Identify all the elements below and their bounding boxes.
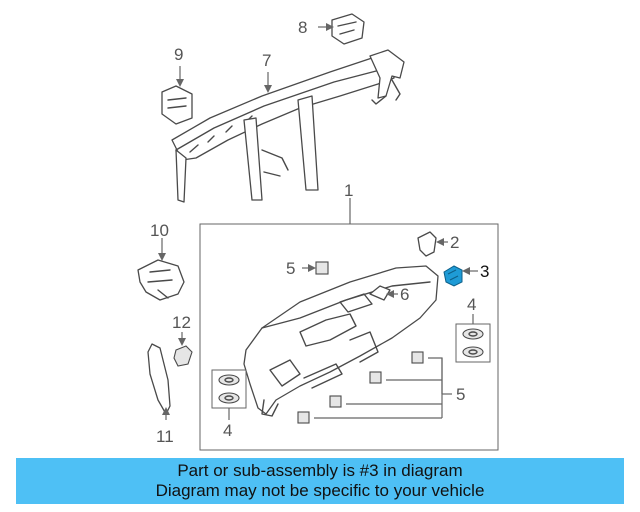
callout-2: 2: [450, 233, 459, 252]
callout-6: 6: [400, 285, 409, 304]
part-10-bracket: [137, 259, 185, 301]
callout-10: 10: [150, 221, 169, 240]
part-6-trim: [369, 285, 391, 301]
callout-7: 7: [262, 51, 271, 70]
part-11-side-cover: [147, 343, 171, 415]
part-2-duct: [417, 231, 437, 257]
part-4-grommets-left: [211, 369, 247, 409]
part-9-bracket: [161, 85, 193, 125]
callout-1: 1: [344, 181, 353, 200]
part-12-clip: [173, 345, 193, 367]
callout-12: 12: [172, 313, 191, 332]
assembly-frame: [199, 223, 499, 451]
callout-8: 8: [298, 18, 307, 37]
cross-car-beam: [171, 49, 405, 203]
callout-9: 9: [174, 45, 183, 64]
banner-line-2: Diagram may not be specific to your vehi…: [155, 481, 485, 500]
part-8-bracket: [331, 13, 365, 45]
callout-11: 11: [156, 427, 174, 446]
callout-4-left: 4: [223, 421, 232, 440]
callout-3: 3: [480, 262, 489, 281]
part-5-clip-top: [315, 261, 329, 275]
part-5-clips: [297, 351, 424, 424]
banner-line-1: Part or sub-assembly is #3 in diagram: [177, 461, 463, 480]
instrument-panel: [243, 265, 439, 417]
callout-4-right: 4: [467, 295, 476, 314]
callout-5-group: 5: [456, 385, 465, 404]
callout-5-top: 5: [286, 259, 295, 278]
part-3-clip-highlighted: [443, 265, 463, 287]
parts-diagram: 8 9 7 1 2 3 5 6: [137, 13, 499, 451]
info-banner: Part or sub-assembly is #3 in diagram Di…: [16, 458, 624, 504]
part-4-grommets-right: [455, 323, 491, 363]
